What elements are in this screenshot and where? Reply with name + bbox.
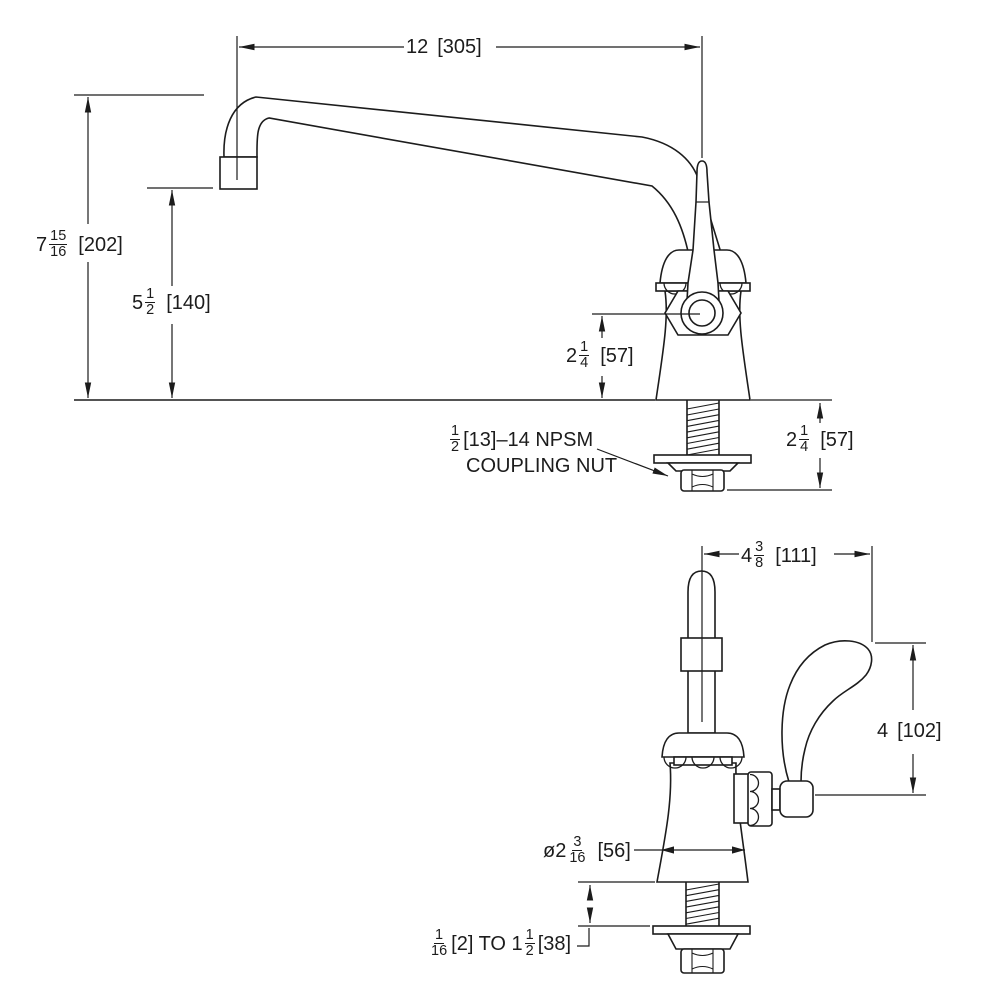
dim-metric: [202]	[78, 233, 123, 256]
dim-value: 2	[566, 344, 578, 367]
fraction: 15 16	[49, 228, 68, 261]
dimension-base-diameter	[634, 846, 745, 854]
valve-body-side	[656, 762, 749, 883]
spout	[223, 96, 724, 257]
dim-value: 4	[877, 720, 889, 742]
dim-label-outlet-height: 5 1 2 [140]	[132, 286, 211, 319]
coupling-nut-facets-side	[691, 949, 714, 973]
coupling-nut-side	[680, 948, 725, 974]
stem-knurl	[747, 771, 773, 827]
dimension-deck-thickness	[577, 885, 594, 947]
dim-label-overall-height: 7 15 16 [202]	[36, 228, 123, 261]
side-view	[578, 570, 873, 974]
coupling-nut-note-line1: 1 2 [13]–14 NPSM	[450, 423, 594, 456]
coupling-nut-note: 1 2 [13]–14 NPSM COUPLING NUT	[450, 423, 618, 478]
dimension-lines	[74, 36, 926, 947]
wrist-blade-handle	[781, 640, 873, 783]
aerator-tip	[219, 156, 258, 190]
dim-label-handle-height: 4 [102]	[877, 721, 942, 741]
stem-knurl-scallops	[749, 773, 760, 827]
dim-value: 5	[132, 291, 144, 314]
dimension-overall-height	[74, 94, 204, 398]
dim-metric: [56]	[597, 839, 631, 862]
dim-label-shank-length: 2 1 4 [57]	[786, 423, 854, 456]
coupling-nut-facets	[691, 470, 714, 491]
dim-label-hub-height: 2 1 4 [57]	[566, 339, 634, 372]
handle-base	[779, 780, 814, 818]
fraction: 1 4	[799, 423, 810, 456]
bonnet-lip-side	[673, 756, 733, 766]
stem-boss	[733, 773, 750, 824]
bonnet-scallops-side	[663, 756, 743, 769]
fraction: 1 16	[431, 927, 448, 960]
dim-metric: [111]	[775, 544, 817, 567]
dimension-inlet-offset	[701, 546, 873, 722]
coupling-nut-leader	[596, 448, 669, 477]
fraction: 3 16	[569, 834, 586, 867]
dim-value: 12	[406, 36, 429, 58]
dim-metric: [305]	[437, 36, 482, 58]
dim-value: ø2	[543, 839, 567, 862]
fraction: 1 2	[524, 927, 535, 960]
dim-label-inlet-offset: 4 3 8 [111]	[741, 539, 817, 572]
dim-value: 7	[36, 233, 48, 256]
dimension-outlet-height	[147, 187, 213, 398]
bonnet-cap-side	[661, 732, 745, 758]
coupling-nut-note-line2: COUPLING NUT	[466, 455, 618, 478]
mounting-washer-side	[652, 925, 751, 935]
dimension-shank-length	[727, 403, 832, 491]
dim-metric: [57]	[820, 428, 854, 451]
dim-metric: [102]	[897, 720, 942, 742]
mounting-washer	[653, 454, 752, 464]
dim-metric: [140]	[166, 291, 211, 314]
handle-pivot-inner	[688, 299, 716, 327]
dimension-handle-height	[815, 642, 926, 796]
dimension-spout-reach	[236, 36, 703, 180]
dim-label-base-diameter: ø2 3 16 [56]	[543, 834, 631, 867]
handle-hub	[771, 788, 781, 811]
coupling-nut	[680, 469, 725, 492]
dim-label-deck-range: 1 16 [2] TO 1 1 2 [38]	[431, 927, 572, 960]
dim-label-spout-reach: 12 [305]	[406, 37, 482, 57]
fraction: 1 2	[450, 423, 461, 456]
shank-threads	[686, 400, 720, 456]
dim-value: 4	[741, 544, 753, 567]
washer-step	[666, 462, 740, 472]
fraction: 3 8	[754, 539, 765, 572]
dim-metric: [57]	[600, 344, 634, 367]
fraction: 1 2	[145, 286, 156, 319]
washer-step-side	[666, 933, 740, 950]
front-view	[74, 96, 832, 492]
dim-value: 2	[786, 428, 798, 451]
dimension-hub-height	[592, 313, 700, 398]
shank-threads-side	[685, 882, 720, 926]
fraction: 1 4	[579, 339, 590, 372]
